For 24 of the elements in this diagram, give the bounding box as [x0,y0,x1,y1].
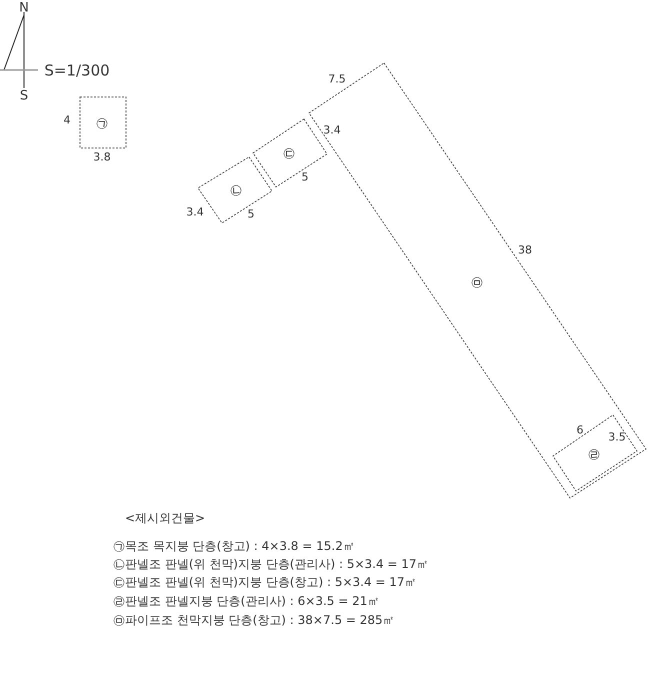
legend-entry: ㉢판넬조 판넬(위 천막)지붕 단층(창고) : 5×3.4 = 17㎡ [113,575,417,589]
dimension-label: 3.4 [323,124,341,136]
compass-letter: N [19,2,29,14]
dimension-label: 3.4 [186,206,204,218]
dimension-label: 7.5 [328,72,346,86]
dimension-label: 4 [64,114,70,126]
dimension-label: 5 [302,170,308,184]
dimension-label: 38 [518,244,532,256]
building-symbol: ㉢ [283,146,295,160]
dimension-label: 5 [248,208,254,220]
building-symbol: ㉡ [230,183,242,197]
legend-entry: ㉣판넬조 판넬지붕 단층(관리사) : 6×3.5 = 21㎡ [113,594,380,608]
compass-letter: S [20,90,28,102]
scale-label: S=1/300 [44,64,110,78]
legend-heading: <제시외건물> [125,511,206,525]
building-symbol: ㉤ [471,275,483,289]
dimension-label: 6 [576,424,584,436]
building-symbol: ㉠ [96,116,108,130]
legend-entry: ㉡판넬조 판넬(위 천막)지붕 단층(관리사) : 5×3.4 = 17㎡ [113,557,429,571]
legend-entry: ㉤파이프조 천막지붕 단층(창고) : 38×7.5 = 285㎡ [113,613,395,627]
building-symbol: ㉣ [588,447,600,461]
dimension-label: 3.8 [93,150,111,164]
legend-entry: ㉠목조 목지붕 단층(창고) : 4×3.8 = 15.2㎡ [113,539,355,553]
dimension-label: 3.5 [608,430,626,444]
